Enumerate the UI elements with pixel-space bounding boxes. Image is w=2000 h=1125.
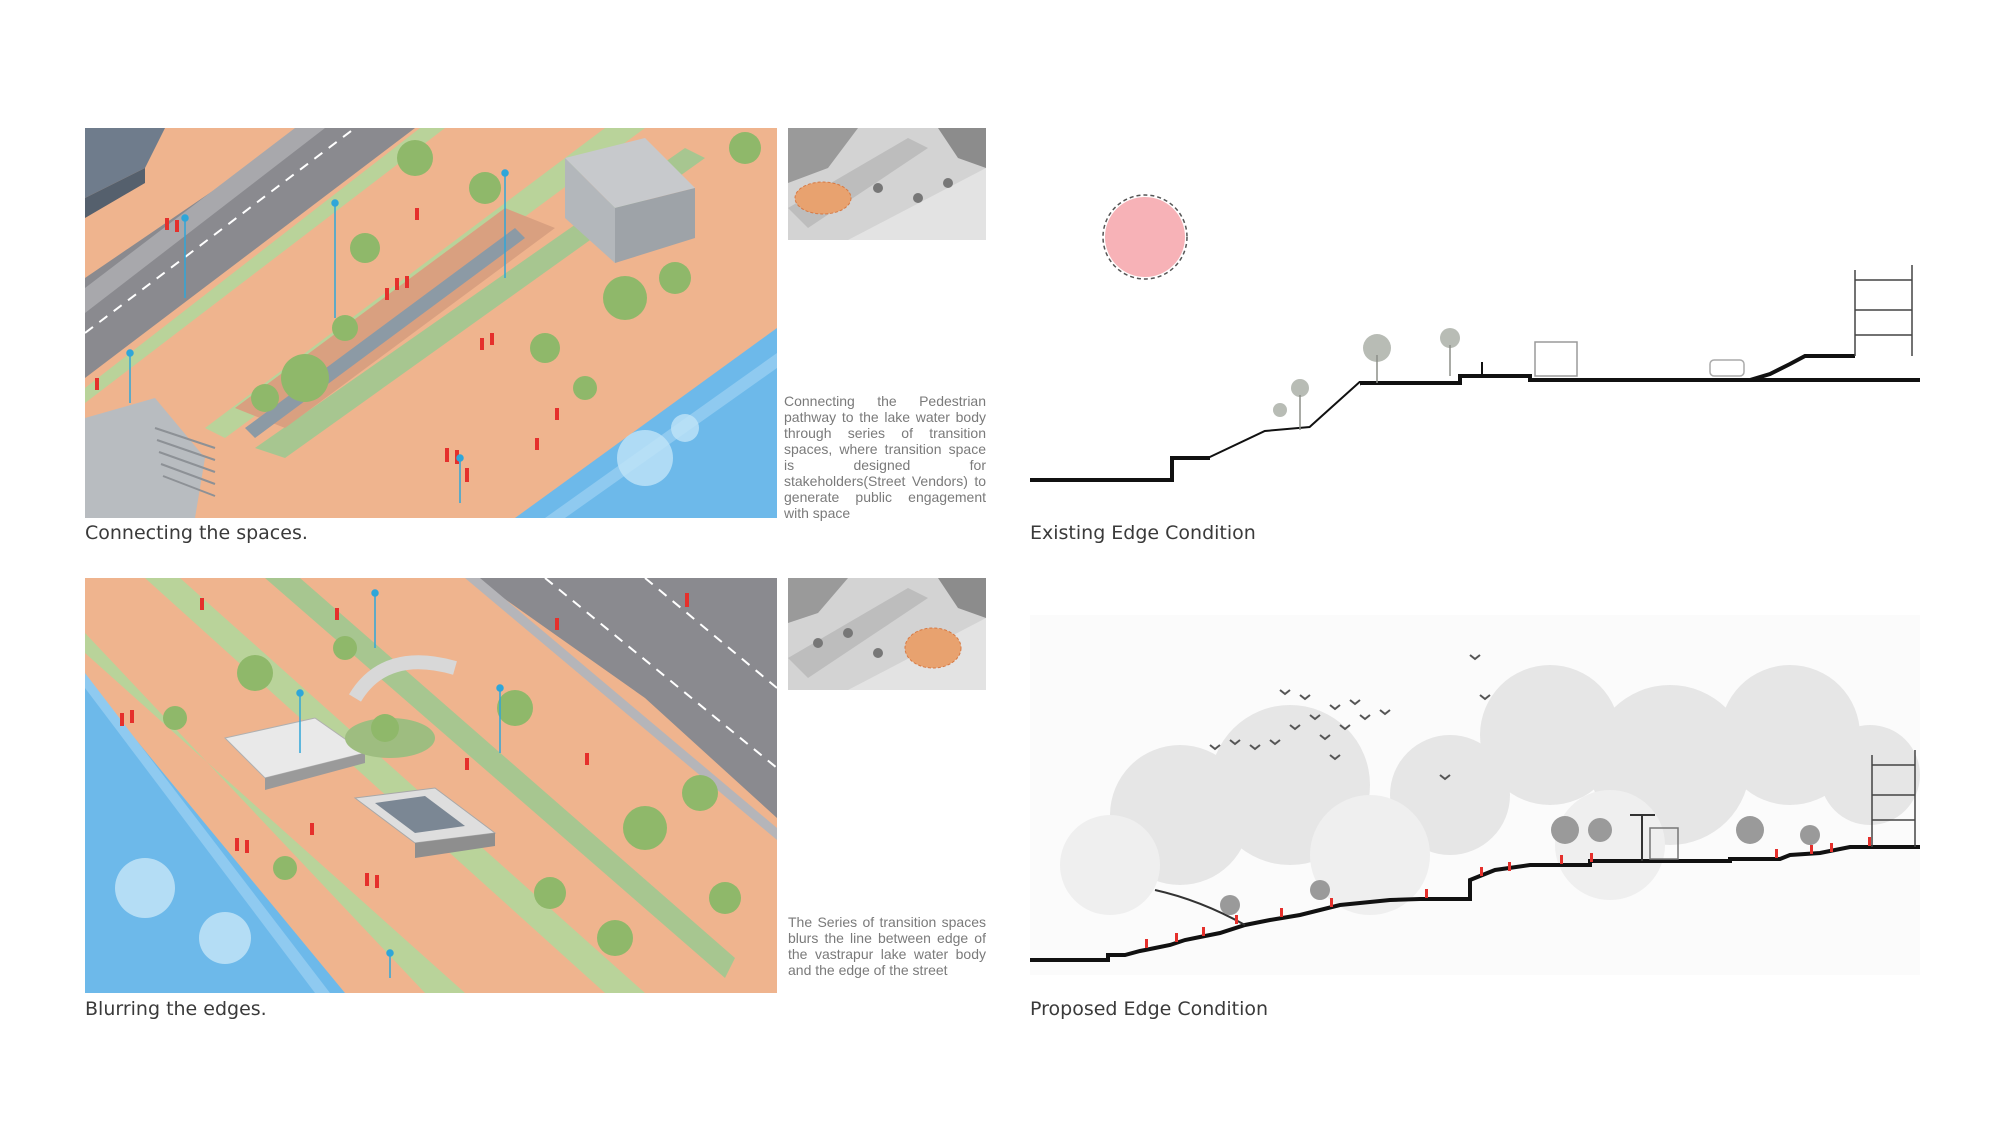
caption-blurring-edges: Blurring the edges. [85, 998, 267, 1020]
section-existing-edge [1030, 180, 1920, 500]
caption-connecting-spaces: Connecting the spaces. [85, 522, 308, 544]
caption-proposed-edge: Proposed Edge Condition [1030, 998, 1269, 1020]
axonometric-connecting-spaces [85, 128, 777, 518]
blurring-edges-description: The Series of transition spaces blurs th… [788, 914, 986, 978]
axonometric-drawing [85, 128, 777, 518]
existing-section-drawing [1030, 194, 1920, 482]
key-map-bottom [788, 578, 986, 690]
caption-existing-edge: Existing Edge Condition [1030, 522, 1256, 544]
proposed-section-drawing [1030, 654, 1920, 962]
axonometric-blurring-edges [85, 578, 777, 993]
sun-icon [1105, 197, 1185, 277]
axonometric-drawing-2 [85, 578, 777, 993]
section-proposed-edge [1030, 615, 1920, 975]
connecting-spaces-description: Connecting the Pedestrian pathway to the… [784, 393, 986, 521]
key-map-drawing-2 [788, 578, 986, 690]
key-map-drawing [788, 128, 986, 240]
key-map-top [788, 128, 986, 240]
